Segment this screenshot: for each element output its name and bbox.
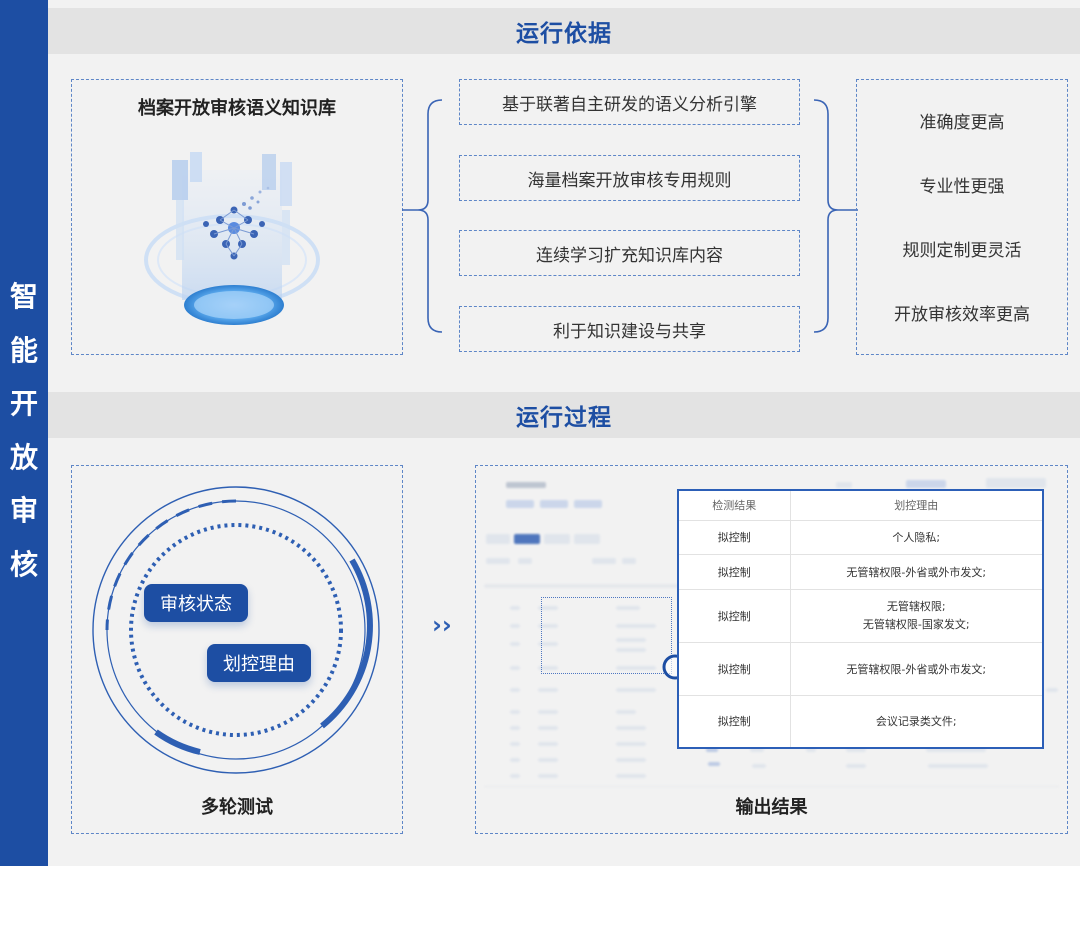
side-title-char: 智 (9, 280, 38, 313)
side-title-bar (0, 0, 48, 866)
table-header-result: 检测结果 (678, 490, 791, 521)
result-table: 检测结果 划控理由 拟控制 个人隐私; 拟控制 无管辖权限-外省或外市发文; 拟… (677, 489, 1044, 749)
table-cell-result: 拟控制 (678, 589, 791, 643)
brain-network-icon (203, 186, 270, 260)
table-row: 拟控制 无管辖权限-外省或外市发文; (678, 642, 1043, 696)
table-header-row: 检测结果 划控理由 (678, 490, 1043, 521)
feature-continuous-learning: 连续学习扩充知识库内容 (459, 230, 800, 276)
right-brace (813, 99, 858, 333)
test-rings-graphic (92, 486, 380, 774)
table-cell-result: 拟控制 (678, 642, 791, 696)
table-cell-result: 拟控制 (678, 554, 791, 590)
section-header-basis: 运行依据 (48, 8, 1080, 54)
table-cell-result: 拟控制 (678, 695, 791, 749)
table-header-reason: 划控理由 (790, 490, 1043, 521)
results-box (856, 79, 1068, 355)
result-accuracy: 准确度更高 (856, 108, 1068, 133)
side-title: 智能开放审核 (0, 270, 48, 591)
knowledge-base-illustration (144, 152, 320, 325)
output-result-box: 输出结果 (475, 465, 1068, 834)
section-header-process: 运行过程 (48, 392, 1080, 438)
feature-audit-rules: 海量档案开放审核专用规则 (459, 155, 800, 201)
pill-control-reason: 划控理由 (207, 644, 311, 682)
feature-semantic-engine: 基于联著自主研发的语义分析引擎 (459, 79, 800, 125)
pill-audit-status: 审核状态 (144, 584, 248, 622)
result-professional: 专业性更强 (856, 172, 1068, 197)
section-title-basis: 运行依据 (516, 21, 612, 47)
side-title-char: 放 (9, 440, 38, 474)
double-chevron-right-icon: ›› (432, 611, 452, 639)
side-title-char: 核 (9, 547, 38, 581)
multi-round-test-box: 审核状态 划控理由 多轮测试 (71, 465, 403, 834)
side-title-char: 能 (9, 333, 38, 367)
table-cell-reason: 会议记录类文件; (790, 695, 1043, 749)
table-cell-reason: 无管辖权限-外省或外市发文; (790, 642, 1043, 696)
result-flexible-rules: 规则定制更灵活 (856, 236, 1068, 261)
knowledge-base-title: 档案开放审核语义知识库 (138, 98, 336, 119)
side-title-char: 审 (9, 494, 38, 527)
table-row: 拟控制 无管辖权限-外省或外市发文; (678, 554, 1043, 590)
section-title-process: 运行过程 (516, 405, 612, 431)
output-result-caption: 输出结果 (735, 797, 808, 818)
feature-knowledge-sharing: 利于知识建设与共享 (459, 306, 800, 352)
table-row: 拟控制 会议记录类文件; (678, 695, 1043, 749)
table-cell-reason: 无管辖权限; 无管辖权限-国家发文; (790, 589, 1043, 643)
table-cell-reason: 个人隐私; (790, 520, 1043, 556)
knowledge-base-box: 档案开放审核语义知识库 (71, 79, 403, 355)
table-cell-reason: 无管辖权限-外省或外市发文; (790, 554, 1043, 590)
selection-highlight (541, 597, 672, 674)
table-cell-result: 拟控制 (678, 520, 791, 556)
table-row: 拟控制 无管辖权限; 无管辖权限-国家发文; (678, 589, 1043, 643)
multi-round-test-caption: 多轮测试 (201, 797, 273, 818)
blurred-app-screenshot (476, 466, 1067, 833)
side-title-char: 开 (9, 387, 38, 420)
result-efficiency: 开放审核效率更高 (856, 300, 1068, 325)
table-row: 拟控制 个人隐私; (678, 520, 1043, 556)
left-brace (402, 99, 443, 333)
